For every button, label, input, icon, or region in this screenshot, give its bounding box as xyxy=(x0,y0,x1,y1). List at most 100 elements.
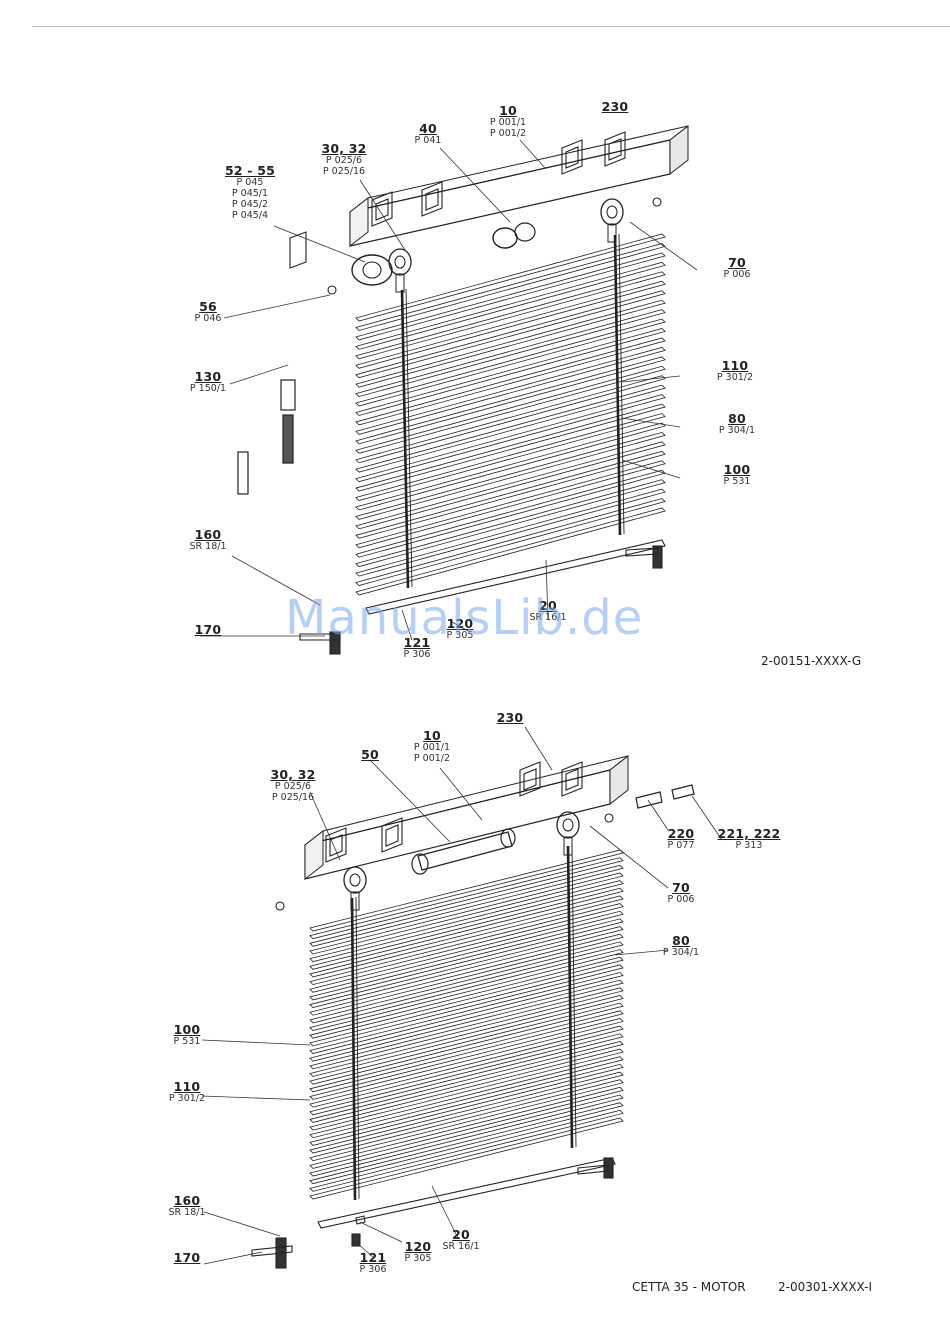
connector-220 xyxy=(635,791,663,809)
floor-bracket xyxy=(625,547,659,557)
part-number: 80 xyxy=(728,411,746,426)
part-code: P 150/1 xyxy=(189,383,227,394)
part-number: 221, 222 xyxy=(717,826,781,841)
guide-top xyxy=(327,285,337,295)
leader-line xyxy=(439,147,511,223)
tilter-right xyxy=(556,811,580,839)
slat xyxy=(309,1040,624,1123)
slat xyxy=(309,864,624,947)
leader-line xyxy=(273,225,366,263)
slat xyxy=(309,1109,624,1192)
part-code: P 001/1 xyxy=(489,117,527,128)
slat xyxy=(309,1018,624,1100)
tilter-left xyxy=(343,866,367,894)
slat xyxy=(309,1086,624,1169)
leader-line xyxy=(621,459,681,479)
part-number: 160 xyxy=(194,527,222,542)
connector-221 xyxy=(671,784,695,800)
part-code: P 304/1 xyxy=(662,947,700,958)
slat xyxy=(355,318,666,407)
part-number: 160 xyxy=(173,1193,201,1208)
slat xyxy=(355,507,666,596)
head-rail-end xyxy=(609,754,629,806)
part-number: 20 xyxy=(452,1227,470,1242)
slat xyxy=(309,972,624,1054)
crank-hook xyxy=(289,231,307,269)
bottom-rail xyxy=(317,1157,616,1229)
slat xyxy=(355,479,666,568)
slat xyxy=(309,1094,624,1177)
part-number: 10 xyxy=(499,103,517,118)
part-code: SR 18/1 xyxy=(189,541,227,552)
slat xyxy=(309,933,624,1016)
slat xyxy=(355,413,666,501)
slat xyxy=(355,233,666,322)
cord-clip xyxy=(395,273,405,293)
part-code: SR 16/1 xyxy=(442,1241,480,1252)
part-number: 230 xyxy=(496,710,524,725)
cord-stop-121 xyxy=(351,1233,361,1247)
motor-cap xyxy=(411,853,429,875)
slat xyxy=(309,887,624,970)
slat xyxy=(309,1079,624,1162)
slat xyxy=(309,1071,624,1154)
ladder-cord xyxy=(350,897,357,1201)
part-code: P 301/2 xyxy=(716,372,754,383)
slat xyxy=(309,1025,624,1108)
ladder-cord xyxy=(571,844,577,1148)
crank-knob xyxy=(237,451,249,495)
slat xyxy=(355,403,666,492)
part-number: 40 xyxy=(419,121,437,136)
part-code: P 306 xyxy=(359,1264,387,1275)
diagram1-label-230: 230 xyxy=(575,100,655,113)
slat xyxy=(355,309,666,398)
ladder-cord xyxy=(618,233,625,535)
head-rail-end xyxy=(349,196,369,248)
mounting-bracket xyxy=(519,761,541,797)
mounting-bracket xyxy=(561,139,583,175)
drum-hub xyxy=(562,818,574,832)
part-code: SR 18/1 xyxy=(168,1207,206,1218)
watermark: ManualsLib.de xyxy=(285,590,644,646)
part-code: P 046 xyxy=(194,313,222,324)
leader-line xyxy=(431,1185,459,1239)
part-code: P 041 xyxy=(414,135,442,146)
part-code: P 001/2 xyxy=(489,128,527,139)
header-rule xyxy=(32,26,950,27)
slat xyxy=(309,1033,624,1116)
leader-line xyxy=(401,609,413,641)
part-code: P 045/4 xyxy=(231,210,269,221)
part-code: P 001/1 xyxy=(413,742,451,753)
leader-line xyxy=(629,221,698,271)
part-number: 80 xyxy=(672,933,690,948)
slat xyxy=(309,941,624,1024)
diagram-1-manual-crank xyxy=(237,126,689,655)
part-code: P 045 xyxy=(236,177,264,188)
part-code: P 304/1 xyxy=(718,425,756,436)
leader-line xyxy=(621,417,681,428)
crank-handle-grip xyxy=(282,414,294,464)
slat xyxy=(355,271,666,360)
slat xyxy=(309,995,624,1077)
slat xyxy=(355,243,666,331)
leader-line xyxy=(614,949,669,956)
drum-hub xyxy=(606,205,618,219)
guide-top xyxy=(652,197,662,207)
cord-tensioner xyxy=(652,545,663,569)
guide-top xyxy=(604,813,614,823)
